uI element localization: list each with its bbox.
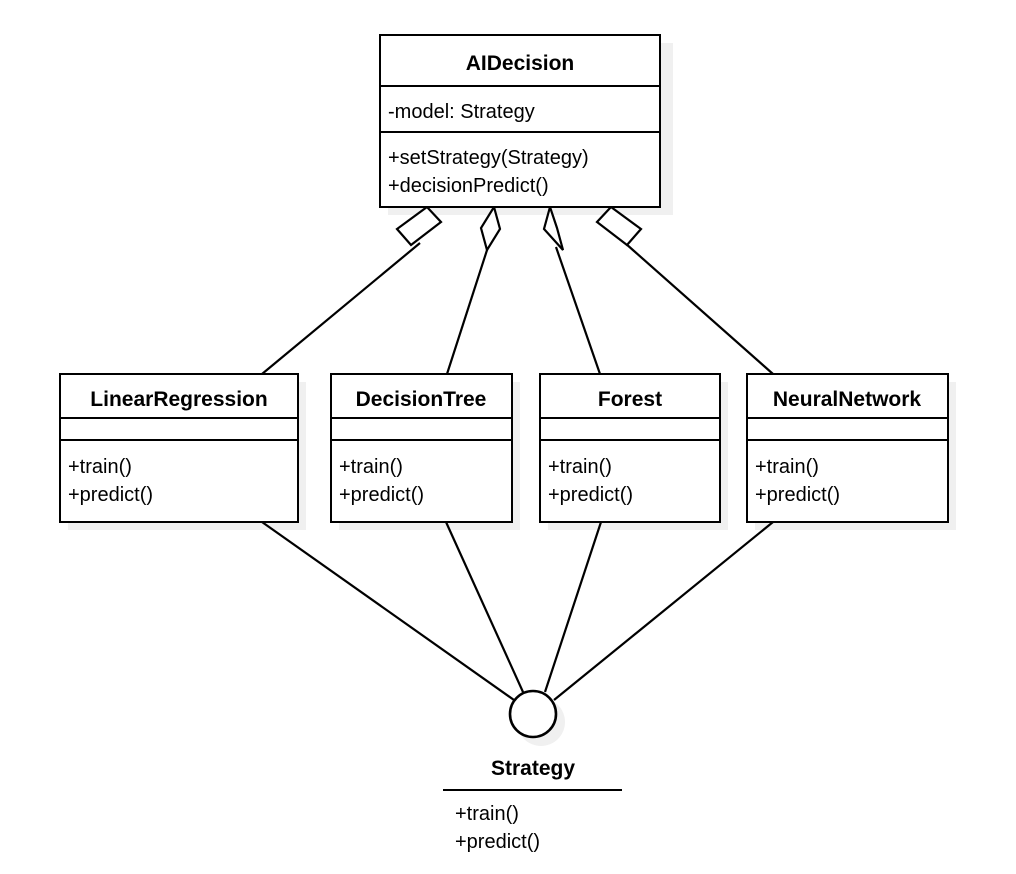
class-decisiontree-name: DecisionTree (356, 388, 487, 411)
interface-strategy-operation-0: +train() (455, 803, 519, 825)
connector-neuralnetwork-strategy (553, 521, 774, 701)
class-aidecision-operation-1: +decisionPredict() (388, 175, 549, 197)
connector-aidecision-neuralnetwork (624, 242, 774, 375)
class-linearregression-operation-0: +train() (68, 456, 132, 478)
class-neuralnetwork-frame[interactable] (746, 373, 949, 523)
class-neuralnetwork-operation-0: +train() (755, 456, 819, 478)
class-forest-name: Forest (598, 388, 662, 411)
class-linearregression-name: LinearRegression (90, 388, 267, 411)
class-decisiontree-frame[interactable] (330, 373, 513, 523)
class-aidecision[interactable]: AIDecision -model: Strategy +setStrategy… (379, 34, 661, 208)
hollow-diamond-icon-linearregression (395, 205, 443, 247)
connector-aidecision-decisiontree (445, 246, 490, 375)
class-linearregression-frame[interactable] (59, 373, 299, 523)
class-neuralnetwork-name: NeuralNetwork (773, 388, 922, 411)
class-aidecision-attribute-0: -model: Strategy (388, 101, 535, 123)
aggregation-connectors (261, 242, 774, 375)
class-decisiontree-operation-1: +predict() (339, 484, 424, 506)
class-neuralnetwork[interactable]: NeuralNetwork +train() +predict() (746, 373, 949, 523)
class-linearregression-operation-1: +predict() (68, 484, 153, 506)
connector-aidecision-forest (554, 246, 602, 375)
class-aidecision-name: AIDecision (466, 52, 575, 75)
connector-forest-strategy (543, 521, 603, 693)
connector-decisiontree-strategy (444, 521, 525, 693)
hollow-diamond-icon-decisiontree (479, 204, 502, 253)
class-linearregression[interactable]: LinearRegression +train() +predict() (59, 373, 299, 523)
interface-strategy[interactable]: Strategy +train() +predict() (443, 689, 622, 853)
interface-strategy-circle-icon[interactable] (508, 689, 558, 739)
aggregation-diamond-markers (395, 203, 643, 253)
class-forest-operation-1: +predict() (548, 484, 633, 506)
class-forest[interactable]: Forest +train() +predict() (539, 373, 721, 523)
realization-connectors (261, 521, 774, 701)
class-aidecision-operation-0: +setStrategy(Strategy) (388, 147, 589, 169)
hollow-diamond-icon-forest (542, 203, 565, 251)
interface-strategy-operation-1: +predict() (455, 831, 540, 853)
class-decisiontree[interactable]: DecisionTree +train() +predict() (330, 373, 513, 523)
class-neuralnetwork-operation-1: +predict() (755, 484, 840, 506)
class-aidecision-frame[interactable] (379, 34, 661, 208)
connector-aidecision-linearregression (261, 242, 421, 375)
connector-linearregression-strategy (261, 521, 515, 701)
class-forest-frame[interactable] (539, 373, 721, 523)
class-forest-operation-0: +train() (548, 456, 612, 478)
class-decisiontree-operation-0: +train() (339, 456, 403, 478)
hollow-diamond-icon-neuralnetwork (595, 205, 643, 247)
interface-strategy-name: Strategy (491, 757, 575, 780)
